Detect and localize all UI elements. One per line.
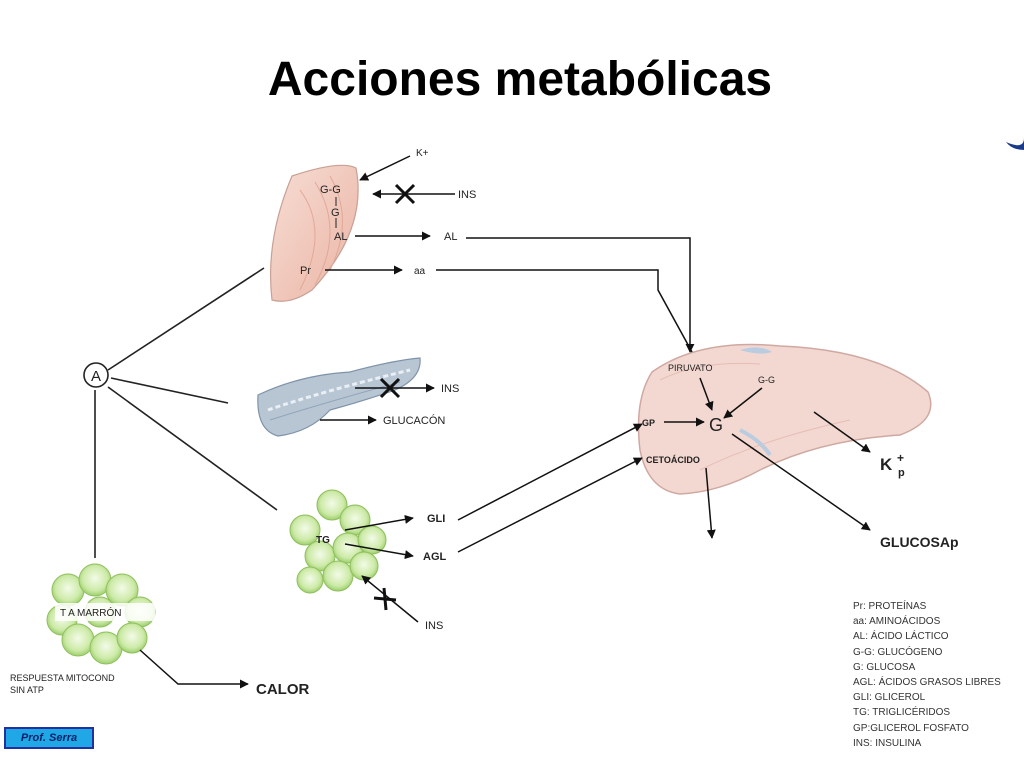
muscle-arrows [325, 155, 695, 353]
legend-item: Pr: PROTEÍNAS [853, 601, 927, 612]
muscle-ins-block-x [394, 183, 416, 205]
adipose-gli-label: GLI [427, 513, 445, 525]
legend-item: AGL: ÁCIDOS GRASOS LIBRES [853, 677, 1001, 689]
adipose-cells [289, 489, 387, 594]
abbreviation-legend: Pr: PROTEÍNAS aa: AMINOÁCIDOS AL: ÁCIDO … [853, 599, 1001, 751]
pancreas-ins-label: INS [441, 383, 459, 395]
muscle-al-left-label: AL [334, 231, 347, 243]
liver-g-label: G [709, 415, 723, 435]
liver-arrows [664, 377, 871, 539]
legend-item: GP:GLICEROL FOSFATO [853, 722, 969, 734]
pancreas-illustration [257, 357, 421, 437]
muscle-ins-label: INS [458, 189, 476, 201]
author-badge: Prof. Serra [4, 727, 94, 749]
slide-title: Acciones metabólicas [267, 53, 773, 106]
legend-item: INS: INSULINA [853, 737, 922, 749]
liver-cetoacido-label: CETOÁCIDO [646, 455, 700, 465]
brown-fat-cells [46, 563, 156, 665]
legend-item: G: GLUCOSA [853, 661, 916, 673]
pancreas-ins-block-x [379, 377, 401, 399]
liver-gp-label: GP [642, 418, 655, 428]
liver-piruvato-label: PIRUVATO [668, 363, 713, 373]
adipose-tg-label: TG [316, 535, 330, 546]
liver-k-sup: + [897, 451, 904, 465]
adipose-ins-block-x [373, 587, 397, 611]
pancreas-arrows [320, 383, 435, 425]
legend-item: AL: ÁCIDO LÁCTICO [853, 631, 949, 643]
liver-k-sub: p [898, 467, 905, 479]
liver-k-label: K [880, 455, 893, 474]
brown-fat-response-line1: RESPUESTA MITOCOND [10, 673, 115, 683]
brown-fat-response-line2: SIN ATP [10, 685, 44, 695]
legend-item: TG: TRIGLICÉRIDOS [853, 707, 951, 719]
muscle-gg-label: G-G [320, 184, 341, 196]
legend-item: G-G: GLUCÓGENO [853, 646, 943, 658]
muscle-aa-label: aa [414, 266, 426, 277]
corner-decoration [1006, 138, 1024, 150]
hub-circle [83, 362, 109, 388]
hub-label: A [91, 368, 101, 385]
muscle-g-label: G [331, 207, 340, 219]
calor-label: CALOR [256, 681, 309, 698]
adipose-arrows [344, 423, 643, 623]
muscle-al-right-label: AL [444, 231, 457, 243]
adipose-ins-label: INS [425, 620, 443, 632]
pancreas-glucagon-label: GLUCACÓN [383, 414, 445, 427]
muscle-k-label: K+ [416, 148, 429, 159]
adipose-agl-label: AGL [423, 551, 447, 563]
calor-arrow [139, 649, 249, 689]
brown-fat-label: T A MARRÓN [60, 606, 122, 619]
liver-glucosa-label: GLUCOSAp [880, 534, 959, 550]
legend-item: aa: AMINOÁCIDOS [853, 616, 941, 628]
legend-item: GLI: GLICEROL [853, 692, 926, 704]
muscle-pr-label: Pr [300, 265, 311, 277]
liver-gg-label: G-G [758, 375, 775, 385]
hub-connectors [94, 267, 278, 558]
